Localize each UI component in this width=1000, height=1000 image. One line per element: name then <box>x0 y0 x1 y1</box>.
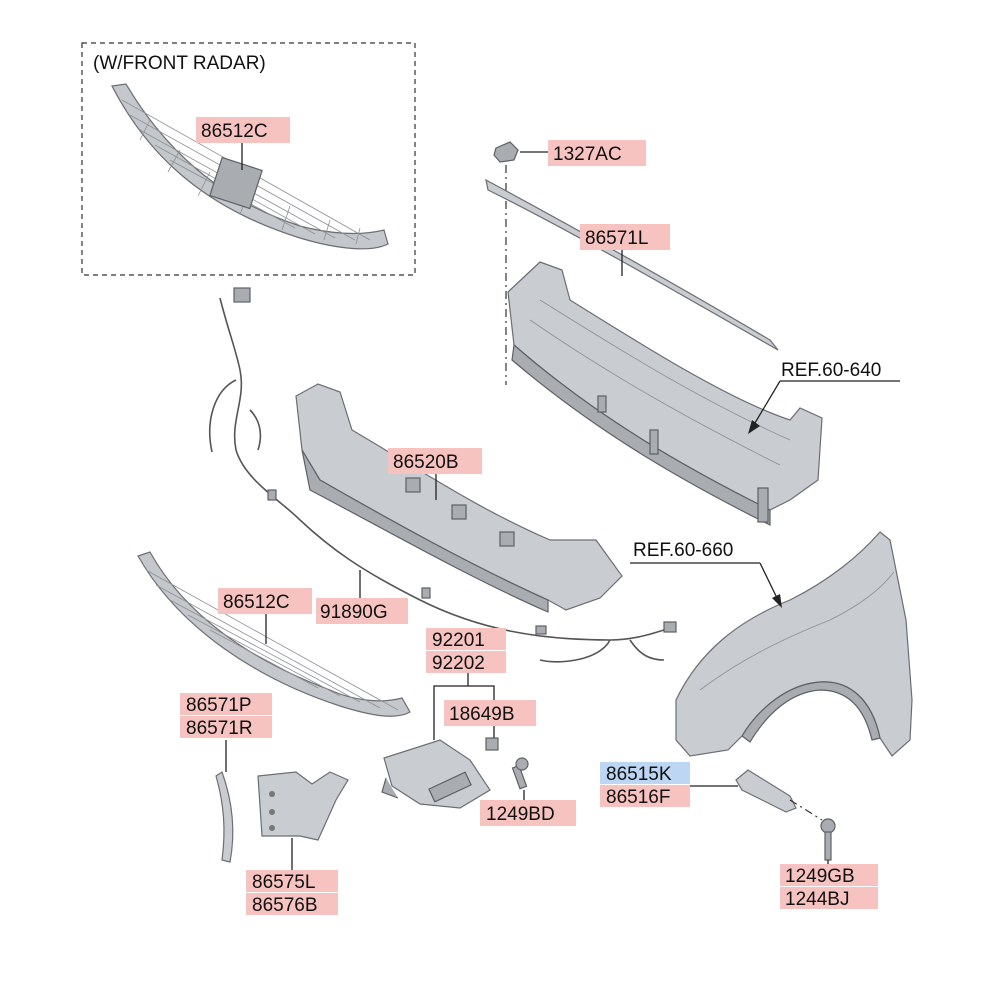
screw-1249gb <box>820 818 836 861</box>
label-86576b: 86576B <box>252 895 318 916</box>
label-1327ac: 1327AC <box>553 144 622 165</box>
label-92202: 92202 <box>432 653 485 674</box>
label-1249gb: 1249GB <box>785 866 855 887</box>
bumper-beam-ref-60-640 <box>507 261 823 526</box>
side-strip-86571p <box>215 771 234 863</box>
fender-bracket-86515k <box>735 769 797 813</box>
label-92201: 92201 <box>432 630 485 651</box>
energy-absorber-86520b <box>295 383 623 613</box>
screw-1249bd <box>511 757 529 790</box>
label-1244bj: 1244BJ <box>785 889 849 910</box>
fog-lamp-92201 <box>381 739 491 809</box>
label-86571l: 86571L <box>585 228 648 249</box>
label-86520b: 86520B <box>393 452 459 473</box>
label-86575l: 86575L <box>252 872 315 893</box>
label-18649b: 18649B <box>449 704 515 725</box>
label-86516f: 86516F <box>606 787 670 808</box>
radar-box-title: (W/FRONT RADAR) <box>93 53 266 74</box>
front-radar-variant-box <box>81 42 416 276</box>
bulb-18649b <box>485 737 499 751</box>
label-86571p: 86571P <box>186 695 252 716</box>
fender-ref-60-660 <box>675 531 913 757</box>
label-ref-60-660: REF.60-660 <box>633 540 733 561</box>
label-91890g: 91890G <box>320 602 388 623</box>
nut-1327ac <box>493 141 519 163</box>
upper-strip-86571l <box>485 178 779 351</box>
corner-cover-86575l <box>257 771 349 841</box>
label-1249bd: 1249BD <box>486 804 555 825</box>
label-86512c-top: 86512C <box>201 121 268 142</box>
lower-grille-86512c <box>137 551 411 717</box>
label-86512c-bottom: 86512C <box>223 592 290 613</box>
bracket-centerline <box>789 799 823 821</box>
wiring-harness-91890g <box>208 287 677 663</box>
label-86515k: 86515K <box>606 764 672 785</box>
label-86571r: 86571R <box>186 718 253 739</box>
upper-grille-radar <box>111 83 389 250</box>
label-ref-60-640: REF.60-640 <box>781 360 881 381</box>
